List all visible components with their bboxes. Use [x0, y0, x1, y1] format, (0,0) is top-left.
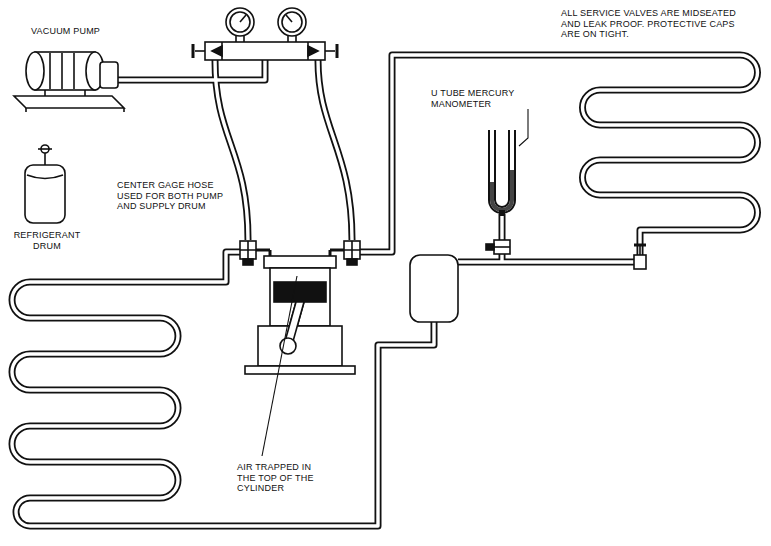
gauge-manifold-part: [278, 8, 306, 36]
gauge-manifold-part: [226, 8, 254, 36]
gauge-manifold-part: [205, 42, 325, 60]
gauge-manifold-part: [192, 44, 195, 58]
mercury-manometer-part: [499, 210, 505, 216]
vacuum-pump-part: [44, 90, 46, 96]
compressor-part: [330, 249, 344, 252]
callout-label: ALL SERVICE VALVES ARE MIDSEATED AND LEA…: [560, 8, 742, 40]
service-valves-part: [494, 246, 510, 248]
vacuum-pump-part: [100, 62, 118, 88]
gauge-manifold-part: [308, 46, 318, 56]
receiver-tank: [410, 255, 458, 322]
leader-lines-part: [262, 276, 297, 456]
compressor-part: [264, 256, 336, 268]
leader-lines: [262, 105, 528, 456]
callout-label: AIR TRAPPED IN THE TOP OF THE CYLINDER: [236, 462, 328, 494]
compressor-part: [269, 250, 272, 256]
callout-label: CENTER GAGE HOSE USED FOR BOTH PUMP AND …: [116, 180, 236, 212]
compressor-part: [258, 326, 342, 366]
gauge-manifold-part: [195, 50, 205, 52]
leader-lines-part: [497, 105, 528, 146]
gauge-manifold-part: [230, 12, 250, 32]
service-valves-part: [634, 244, 646, 247]
vacuum-pump-part: [84, 90, 86, 96]
callout-label: VACUUM PUMP: [30, 26, 122, 37]
gauge-manifold: [193, 8, 337, 60]
callout-label: REFRIGERANT DRUM: [10, 230, 84, 251]
gauge-manifold-part: [325, 50, 335, 52]
vacuum-pump-part: [25, 108, 27, 112]
vacuum-pump-part: [14, 96, 124, 108]
service-valves-part: [240, 241, 256, 259]
receiver-tank-part: [410, 255, 458, 322]
compressor: [245, 250, 355, 374]
mercury-manometer-part: [492, 130, 512, 210]
vacuum-pump-part: [49, 53, 51, 89]
tube-bore: [12, 55, 758, 526]
service-valves-part: [344, 241, 360, 259]
mercury-manometer-part: [492, 170, 512, 210]
service-valves-part: [243, 259, 253, 265]
refrigerant-drum-part: [25, 165, 65, 223]
compressor-part: [256, 249, 270, 252]
vacuum-pump-part: [61, 53, 63, 89]
refrigerant-drum-part: [44, 153, 46, 165]
service-valves-part: [494, 240, 510, 254]
gauge-manifold-part: [212, 46, 222, 56]
service-valves-part: [347, 259, 357, 265]
gauge-manifold-part: [240, 15, 246, 22]
compressor-part: [274, 282, 326, 302]
vacuum-pump-part: [26, 52, 44, 90]
gauge-manifold-part: [286, 15, 292, 22]
refrigerant-drum-part: [38, 148, 52, 150]
service-valves-part: [344, 241, 360, 259]
refrigerant-drum-part: [27, 175, 63, 179]
refrigerant-drum: [25, 145, 65, 223]
service-valves-part: [634, 255, 646, 269]
tube-outline: [12, 55, 758, 526]
tubing: [12, 55, 758, 526]
service-valves-part: [486, 244, 494, 250]
vacuum-pump-part: [73, 53, 75, 89]
vacuum-pump: [14, 52, 124, 112]
gauge-manifold-part: [336, 44, 339, 58]
compressor-part: [245, 366, 355, 374]
gauge-manifold-part: [282, 12, 302, 32]
mercury-manometer: [492, 130, 512, 216]
callout-label: U TUBE MERCURY MANOMETER: [430, 88, 542, 109]
service-valves-part: [240, 241, 256, 259]
compressor-part: [329, 250, 332, 256]
mercury-manometer-part: [492, 130, 512, 210]
vacuum-pump-part: [123, 108, 125, 112]
